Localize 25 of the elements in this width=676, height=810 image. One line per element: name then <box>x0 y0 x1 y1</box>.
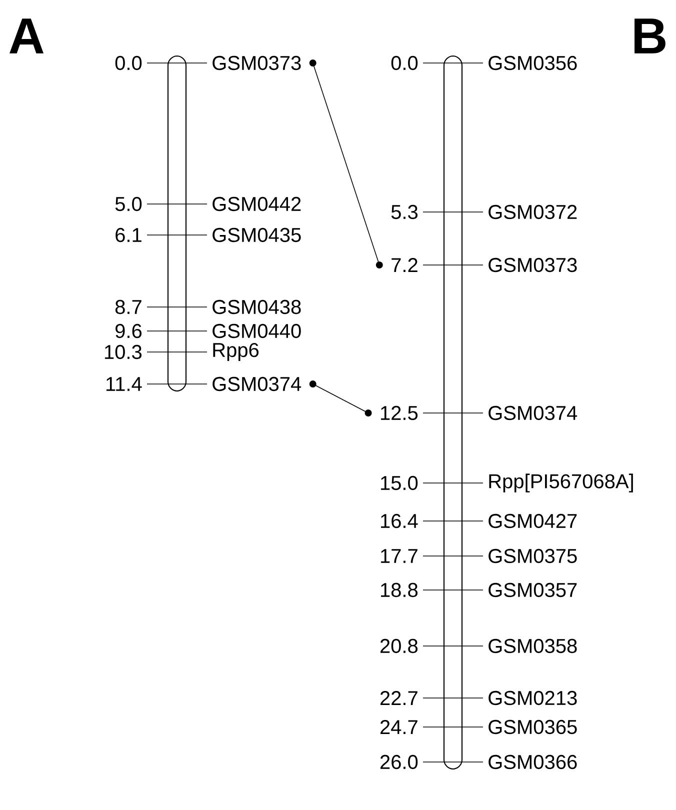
marker-label: 8.7 GSM0438 <box>115 300 301 314</box>
panel-letter: A <box>10 18 44 54</box>
marker-label: 0.0 GSM0356 <box>391 56 577 70</box>
marker-label: 18.8 GSM0357 <box>381 582 577 598</box>
marker-label: 26.0 GSM0366 <box>380 754 577 770</box>
marker-label: 15.0 Rpp[PI567068A] <box>381 474 633 492</box>
panel-letter: B <box>634 18 666 54</box>
marker-label: 11.4 GSM0374 <box>106 376 302 392</box>
marker-label: 7.2 GSM0373 <box>392 258 577 272</box>
marker-label: 22.7 GSM0213 <box>380 690 577 706</box>
marker-label: 16.4 GSM0427 <box>381 514 577 528</box>
marker-label: 10.3 Rpp6 <box>105 342 259 362</box>
chromosome-bar <box>167 55 187 392</box>
marker-label: 12.5 GSM0374 <box>381 406 578 420</box>
marker-label: 17.7 GSM0375 <box>381 548 577 564</box>
connector-line <box>309 60 383 268</box>
marker-label: 9.6 GSM0440 <box>116 324 301 338</box>
chromosome-bar <box>443 55 463 770</box>
marker-label: 0.0 GSM0373 <box>115 56 301 70</box>
marker-label: 5.3 GSM0372 <box>391 204 577 220</box>
marker-label: 6.1 GSM0435 <box>116 228 301 242</box>
marker-label: 20.8 GSM0358 <box>380 638 577 654</box>
marker-label: 5.0 GSM0442 <box>115 196 301 212</box>
marker-label: 24.7 GSM0365 <box>380 720 577 734</box>
connector-line <box>309 380 372 416</box>
